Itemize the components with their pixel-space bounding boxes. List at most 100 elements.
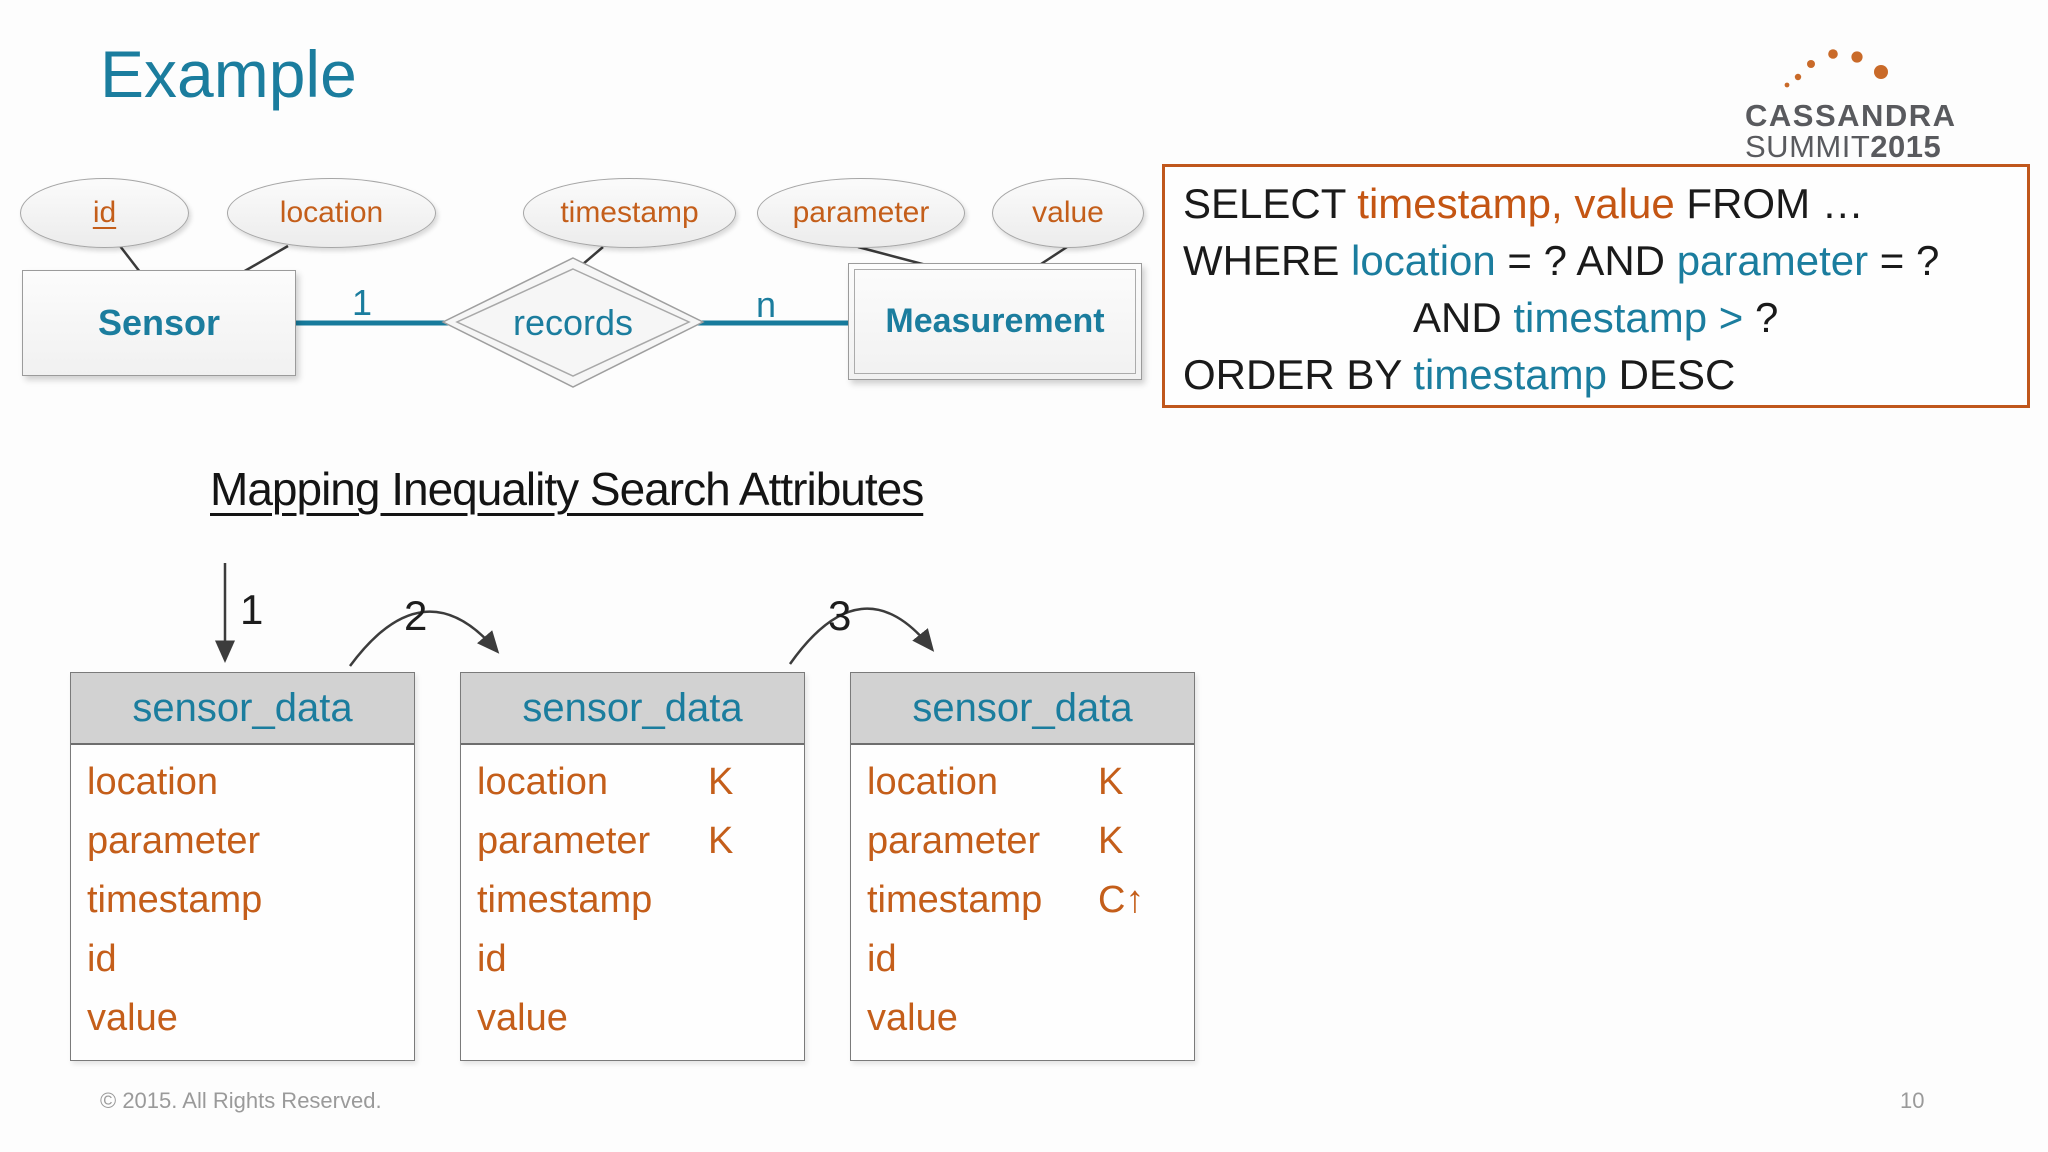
attribute-ellipse-id: id [20, 178, 189, 248]
sql-token: AND [1413, 294, 1514, 341]
column-key-annotation: K [1098, 820, 1124, 862]
entity-measurement: Measurement [848, 263, 1142, 380]
column-name: id [867, 938, 897, 980]
attribute-ellipse-timestamp: timestamp [523, 178, 736, 248]
sql-token: = ? AND [1495, 237, 1677, 284]
table-row: id [461, 930, 804, 989]
sql-line: WHERE location = ? AND parameter = ? [1183, 232, 2009, 289]
attribute-label: parameter [792, 196, 930, 229]
connector-parameter-measurement [857, 245, 931, 268]
table-row: parameter K [851, 812, 1194, 871]
cardinality-n: n [756, 284, 777, 325]
step-label-2: 2 [404, 592, 428, 639]
sql-token: timestamp > [1513, 294, 1744, 341]
schema-table-title: sensor_data [71, 673, 414, 745]
sql-token: SELECT [1183, 180, 1358, 227]
relationship-records-label: records [512, 302, 634, 343]
copyright-text: © 2015. All Rights Reserved. [100, 1088, 382, 1113]
column-name: value [87, 997, 178, 1039]
schema-table-title: sensor_data [461, 673, 804, 745]
sql-token: = ? [1868, 237, 1940, 284]
column-name: id [477, 938, 507, 980]
column-name: timestamp [87, 879, 263, 921]
logo-summit-text: SUMMIT2015 [1745, 129, 1941, 165]
records-diamond [441, 257, 705, 388]
sql-line: SELECT timestamp, value FROM … [1183, 175, 2009, 232]
column-key-annotation: K [1098, 761, 1124, 803]
table-row: id [71, 930, 414, 989]
sql-token: timestamp, [1357, 180, 1563, 227]
sql-token: timestamp [1413, 351, 1608, 398]
cassandra-summit-logo: CASSANDRA SUMMIT2015 [1735, 40, 1995, 164]
column-key-annotation: K [708, 820, 734, 862]
sql-line: AND timestamp > ? [1183, 289, 2009, 346]
column-name: parameter [867, 820, 1041, 862]
table-row: location K [851, 753, 1194, 812]
schema-table: sensor_data location parameter timestamp id v… [70, 672, 415, 1061]
logo-year: 2015 [1870, 129, 1942, 164]
tables-row: sensor_data location parameter timestamp id v… [70, 672, 1195, 1061]
connector-location-sensor [242, 244, 289, 274]
mapping-heading: Mapping Inequality Search Attributes [210, 463, 924, 515]
connector-value-measurement [1037, 245, 1068, 268]
table-row: parameter [71, 812, 414, 871]
column-name: parameter [477, 820, 651, 862]
attribute-label: timestamp [560, 196, 699, 229]
column-name: location [867, 761, 998, 803]
entity-sensor: Sensor [22, 270, 296, 376]
schema-table-title: sensor_data [851, 673, 1194, 745]
table-row: value [71, 989, 414, 1048]
column-name: value [477, 997, 568, 1039]
sql-token: DESC [1607, 351, 1736, 398]
records-diamond-inner [455, 268, 691, 377]
column-key-annotation: C↑ [1098, 879, 1145, 921]
attribute-label: value [1032, 196, 1104, 229]
attribute-ellipse-value: value [992, 178, 1144, 248]
table-row: location K [461, 753, 804, 812]
sql-token [1563, 180, 1575, 227]
logo-dots-icon [1784, 49, 1888, 88]
sql-token: WHERE [1183, 237, 1351, 284]
table-row: value [461, 989, 804, 1048]
table-row: value [851, 989, 1194, 1048]
table-row: timestamp C↑ [851, 871, 1194, 930]
step-label-3: 3 [828, 592, 852, 639]
sql-token: FROM … [1674, 180, 1864, 227]
column-name: location [477, 761, 608, 803]
attribute-label: location [279, 196, 384, 229]
sql-token: location [1351, 237, 1496, 284]
column-name: location [87, 761, 218, 803]
cardinality-one: 1 [352, 282, 373, 323]
sql-token: value [1574, 180, 1675, 227]
schema-table-body: location parameter timestamp id value [71, 745, 414, 1060]
table-row: timestamp [461, 871, 804, 930]
logo-cassandra-text: CASSANDRA [1745, 98, 1957, 133]
sql-token: ORDER BY [1183, 351, 1414, 398]
column-name: parameter [87, 820, 261, 862]
step-arrow-2 [348, 610, 500, 667]
logo-summit-word: SUMMIT [1745, 129, 1871, 164]
table-row: parameter K [461, 812, 804, 871]
sql-line: ORDER BY timestamp DESC [1183, 346, 2009, 403]
column-name: timestamp [867, 879, 1043, 921]
attribute-ellipse-location: location [227, 178, 436, 248]
column-key-annotation: K [708, 761, 734, 803]
column-name: timestamp [477, 879, 653, 921]
sql-token: ? [1743, 294, 1779, 341]
page-title: Example [100, 37, 357, 111]
page-number: 10 [1900, 1088, 1925, 1113]
table-row: id [851, 930, 1194, 989]
step-label-1: 1 [240, 586, 264, 633]
connector-id-sensor [119, 245, 141, 273]
entity-label: Measurement [885, 302, 1105, 340]
table-row: location [71, 753, 414, 812]
table-row: timestamp [71, 871, 414, 930]
attribute-ellipse-parameter: parameter [757, 178, 965, 248]
column-name: value [867, 997, 958, 1039]
